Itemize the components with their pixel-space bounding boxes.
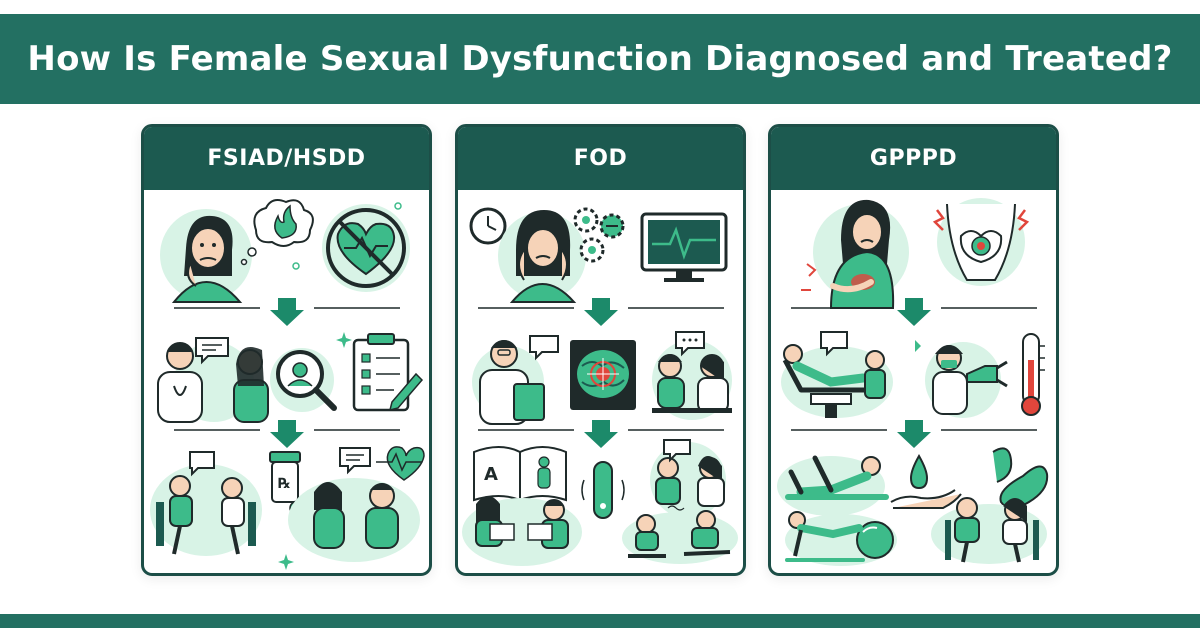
- arrow-divider: [174, 420, 400, 448]
- panel-title: GPPPD: [869, 146, 958, 171]
- panel-illustration: [771, 190, 1056, 573]
- vibrator-device-icon: [581, 461, 625, 519]
- woman-pelvic-pain-icon: [801, 199, 909, 309]
- arrow-divider: [478, 298, 724, 326]
- stressed-woman-icon: [498, 210, 586, 303]
- svg-text:A: A: [484, 464, 498, 485]
- doctor-consultation-icon: [157, 337, 269, 423]
- arrow-divider: [791, 298, 1037, 326]
- magnifier-person-icon: [270, 348, 337, 412]
- thermometer-icon: [1021, 333, 1045, 416]
- couple-therapist-icon: [931, 497, 1047, 564]
- anatomy-book-icon: A: [473, 446, 567, 502]
- exam-chair-icon: [781, 331, 893, 418]
- panel-header: FOD: [458, 127, 743, 190]
- couple-reading-icon: [462, 496, 582, 566]
- gears-icon: [573, 207, 625, 263]
- panel-fod: FOD: [455, 124, 746, 576]
- clock-icon: [469, 207, 507, 245]
- heart-monitor-icon: [376, 446, 425, 481]
- panel-illustration: A: [458, 190, 743, 573]
- arrow-divider: [174, 298, 400, 326]
- lubricant-drop-hand-icon: [890, 453, 962, 509]
- arrow-divider: [791, 420, 1037, 448]
- therapy-session-icon: [650, 439, 726, 518]
- panel-gpppd: GPPPD: [768, 124, 1059, 576]
- brain-scan-icon: [570, 340, 636, 410]
- panel-header: GPPPD: [771, 127, 1056, 190]
- doctor-speculum-icon: [925, 342, 1008, 418]
- patient-doctor-talk-icon: [652, 331, 732, 420]
- prescription-bottle-icon: ℞: [269, 451, 303, 515]
- thought-bubble-flame-icon: [240, 199, 314, 266]
- exercise-ball-icon: [785, 511, 897, 566]
- couple-talking-icon: [288, 447, 420, 562]
- page-title: How Is Female Sexual Dysfunction Diagnos…: [27, 39, 1173, 79]
- panel-illustration: ℞: [144, 190, 429, 573]
- dilator-icon: [992, 447, 1049, 509]
- checklist-clipboard-icon: [352, 333, 424, 412]
- monitor-heartbeat-icon: [640, 212, 728, 282]
- panel-fsiad-hsdd: FSIAD/HSDD: [141, 124, 432, 576]
- panel-title: FOD: [573, 146, 628, 171]
- header-band: How Is Female Sexual Dysfunction Diagnos…: [0, 14, 1200, 104]
- couple-counseling-icon: [150, 451, 262, 556]
- panel-header: FSIAD/HSDD: [144, 127, 429, 190]
- pelvic-exercise-icon: [777, 455, 889, 516]
- pelvis-pain-icon: [932, 198, 1030, 286]
- sad-woman-thinking-icon: [160, 209, 252, 303]
- svg-text:℞: ℞: [278, 476, 291, 492]
- footer-band: [0, 614, 1200, 628]
- panel-title: FSIAD/HSDD: [207, 146, 366, 171]
- relaxing-couple-icon: [622, 505, 738, 564]
- arrow-divider: [478, 420, 724, 448]
- doctor-clipboard-icon: [472, 335, 559, 425]
- no-heart-icon: [322, 204, 410, 292]
